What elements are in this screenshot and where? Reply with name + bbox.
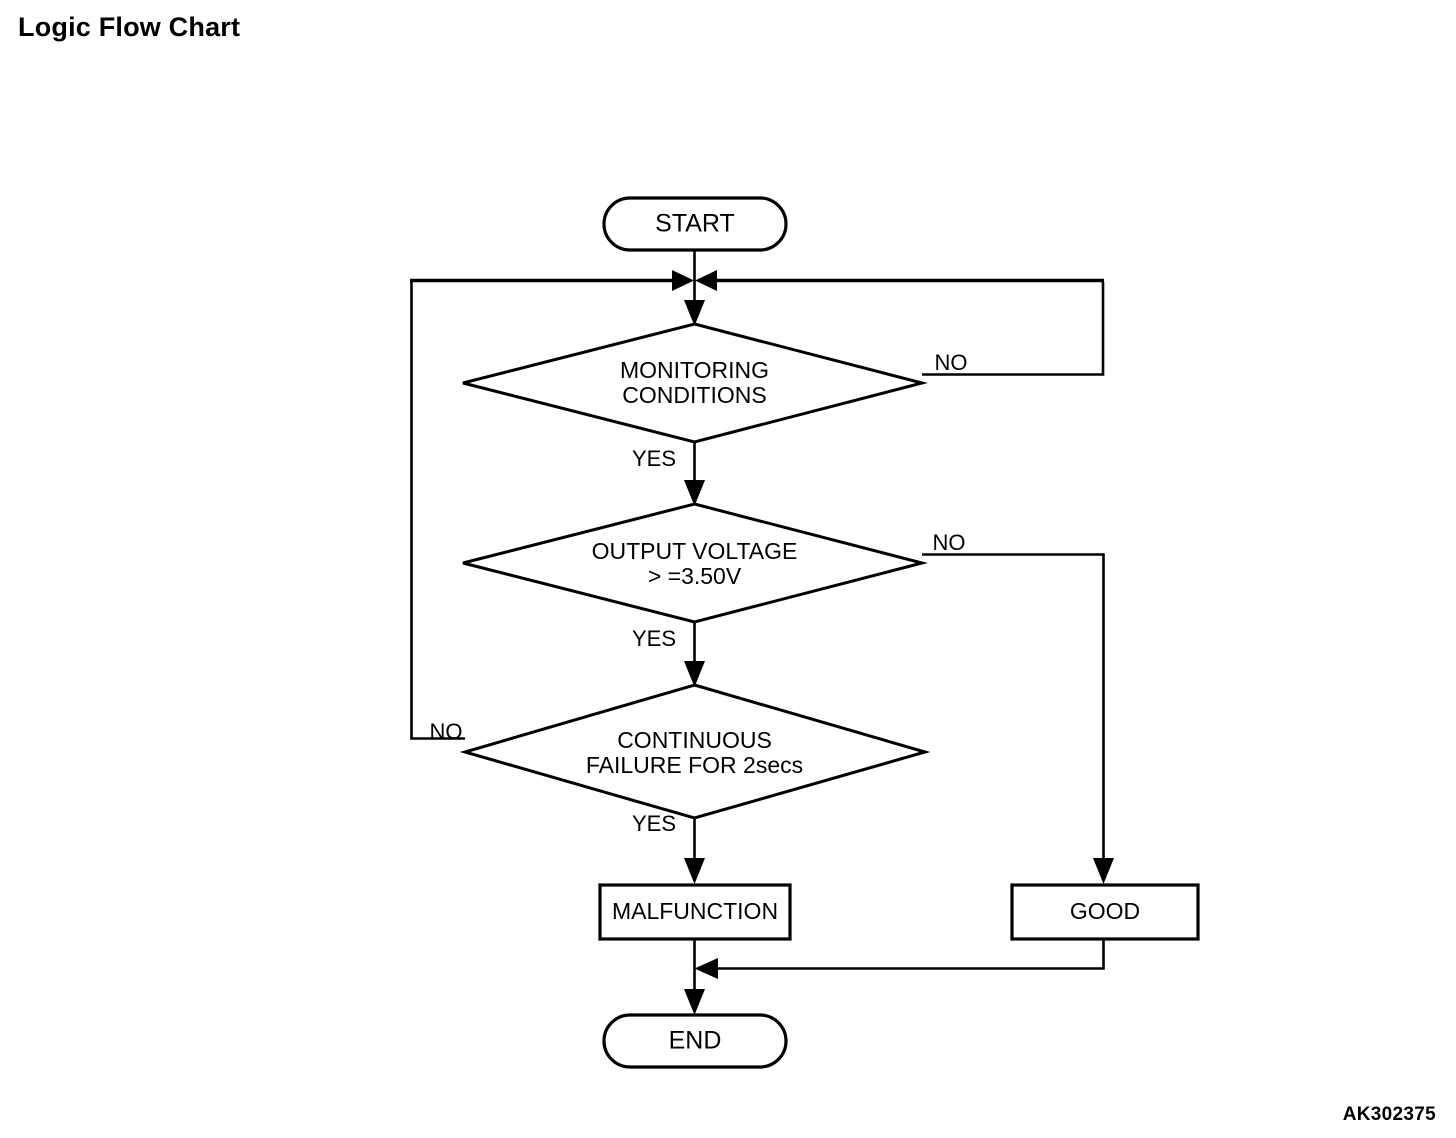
- continuous-failure-label-line1: CONTINUOUS: [617, 727, 772, 753]
- output-voltage-label-line1: OUTPUT VOLTAGE: [592, 538, 798, 564]
- good-shape: [1010, 883, 1200, 941]
- malfunction-label: MALFUNCTION: [612, 898, 778, 924]
- node-end: END: [602, 1013, 788, 1069]
- output-voltage-label-line2: > =3.50V: [648, 563, 742, 589]
- label-voltage-no: NO: [933, 530, 966, 555]
- figure-id-label: AK302375: [1342, 1104, 1436, 1125]
- good-label: GOOD: [1070, 898, 1140, 924]
- label-voltage-yes: YES: [632, 626, 676, 651]
- edge-good-to-merge: [712, 939, 1105, 970]
- arrowhead-into-failure: [684, 661, 705, 687]
- arrowhead-into-malfunction: [684, 858, 705, 884]
- arrowhead-merge-from-good: [694, 958, 718, 979]
- node-monitoring-conditions: MONITORING CONDITIONS: [462, 322, 928, 444]
- start-label: START: [655, 210, 735, 238]
- node-malfunction: MALFUNCTION: [598, 883, 792, 941]
- edge-failure-no: [410, 282, 465, 740]
- edge-monitoring-no: [922, 282, 1105, 376]
- label-monitoring-no: NO: [935, 350, 968, 375]
- monitoring-conditions-label-line2: CONDITIONS: [622, 382, 766, 408]
- arrowhead-into-end: [684, 989, 705, 1015]
- node-continuous-failure: CONTINUOUS FAILURE FOR 2secs: [459, 683, 931, 820]
- end-shape: [602, 1013, 788, 1069]
- node-output-voltage: OUTPUT VOLTAGE > =3.50V: [462, 502, 928, 624]
- label-failure-yes: YES: [632, 811, 676, 836]
- arrowhead-join-from-left: [672, 270, 694, 291]
- node-good: GOOD: [1010, 883, 1200, 941]
- end-label: END: [669, 1027, 722, 1055]
- continuous-failure-label-line2: FAILURE FOR 2secs: [586, 752, 803, 778]
- arrowhead-into-good: [1093, 858, 1114, 884]
- node-start: START: [602, 196, 788, 252]
- arrowhead-into-monitoring: [684, 300, 705, 326]
- edge-voltage-no: [922, 553, 1105, 876]
- monitoring-conditions-label-line1: MONITORING: [620, 357, 769, 383]
- page-title: Logic Flow Chart: [18, 12, 241, 42]
- arrowhead-into-voltage: [684, 480, 705, 506]
- arrowhead-join-from-right: [695, 270, 717, 291]
- label-monitoring-yes: YES: [632, 446, 676, 471]
- label-failure-no: NO: [430, 719, 463, 744]
